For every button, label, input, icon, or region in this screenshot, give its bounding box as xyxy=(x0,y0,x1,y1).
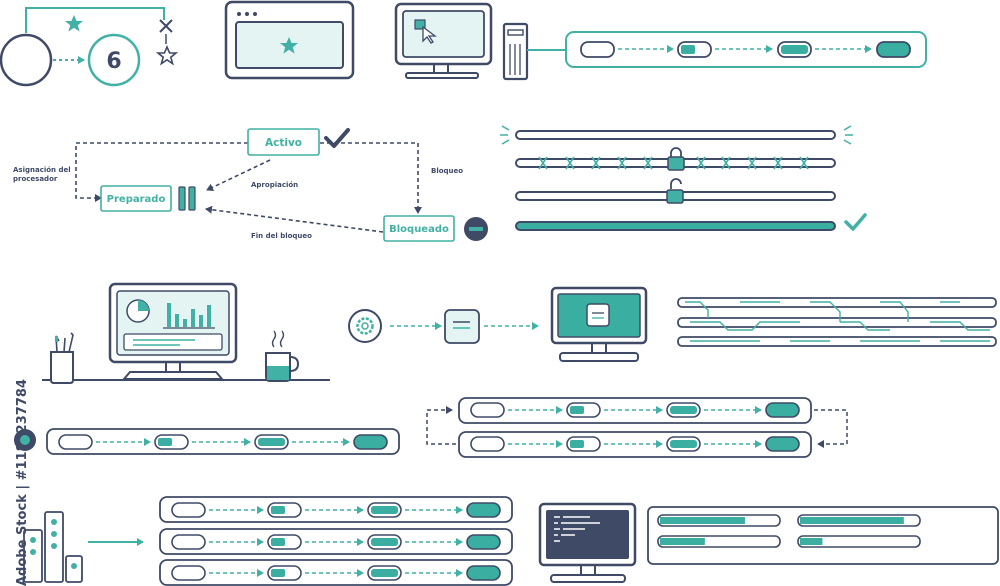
transition-dispatch-label-1: Asignación del xyxy=(13,166,71,174)
close-icon xyxy=(159,19,173,33)
desktop-computer-icon xyxy=(394,2,566,81)
tower-icon xyxy=(502,22,529,81)
transition-preempt-label: Apropiación xyxy=(251,181,298,189)
progress-fill xyxy=(660,517,745,524)
process-state-diagram: Activo Preparado Bloqueado Asignación de… xyxy=(13,128,488,242)
check-icon xyxy=(324,128,350,148)
transition-dispatch-label-2: procesador xyxy=(13,175,58,183)
state-ready-label: Preparado xyxy=(107,194,166,205)
progress-panel xyxy=(647,506,999,565)
pipeline-triple xyxy=(159,496,513,586)
gear-icon xyxy=(348,309,382,343)
lock-icon xyxy=(667,147,685,171)
process-to-screen xyxy=(348,286,648,362)
watermark-text: Adobe Stock | #1182237784 xyxy=(15,379,30,586)
state-running-label: Activo xyxy=(265,137,302,149)
counter-value: 6 xyxy=(106,49,121,74)
progress-track xyxy=(797,535,921,548)
pipeline-loop xyxy=(426,397,848,458)
process-tree-icon: 6 xyxy=(0,7,177,87)
pencil-cup-icon xyxy=(50,351,74,384)
state-blocked xyxy=(383,215,455,242)
terminal-monitor-icon xyxy=(538,502,637,583)
star-outline-icon xyxy=(157,46,177,65)
progress-fill xyxy=(800,538,823,545)
progress-fill xyxy=(800,517,904,524)
transition-block-label: Bloqueo xyxy=(431,167,463,175)
browser-window-icon xyxy=(224,0,355,80)
check-icon xyxy=(844,213,867,231)
pipeline-top xyxy=(565,31,927,68)
pause-icon xyxy=(178,186,186,211)
thread-lanes xyxy=(677,297,997,347)
state-running xyxy=(247,128,320,156)
cursor-icon xyxy=(422,25,437,44)
workspace-scene xyxy=(42,282,330,384)
state-blocked-label: Bloqueado xyxy=(389,224,449,235)
storage-stacks xyxy=(23,511,144,583)
unlock-icon xyxy=(666,178,684,204)
progress-fill xyxy=(660,538,705,545)
pipeline-middle-single xyxy=(46,428,400,455)
transition-unblock-label: Fin del bloqueo xyxy=(251,232,312,240)
mutex-bars xyxy=(500,125,867,231)
state-ready xyxy=(100,185,172,212)
